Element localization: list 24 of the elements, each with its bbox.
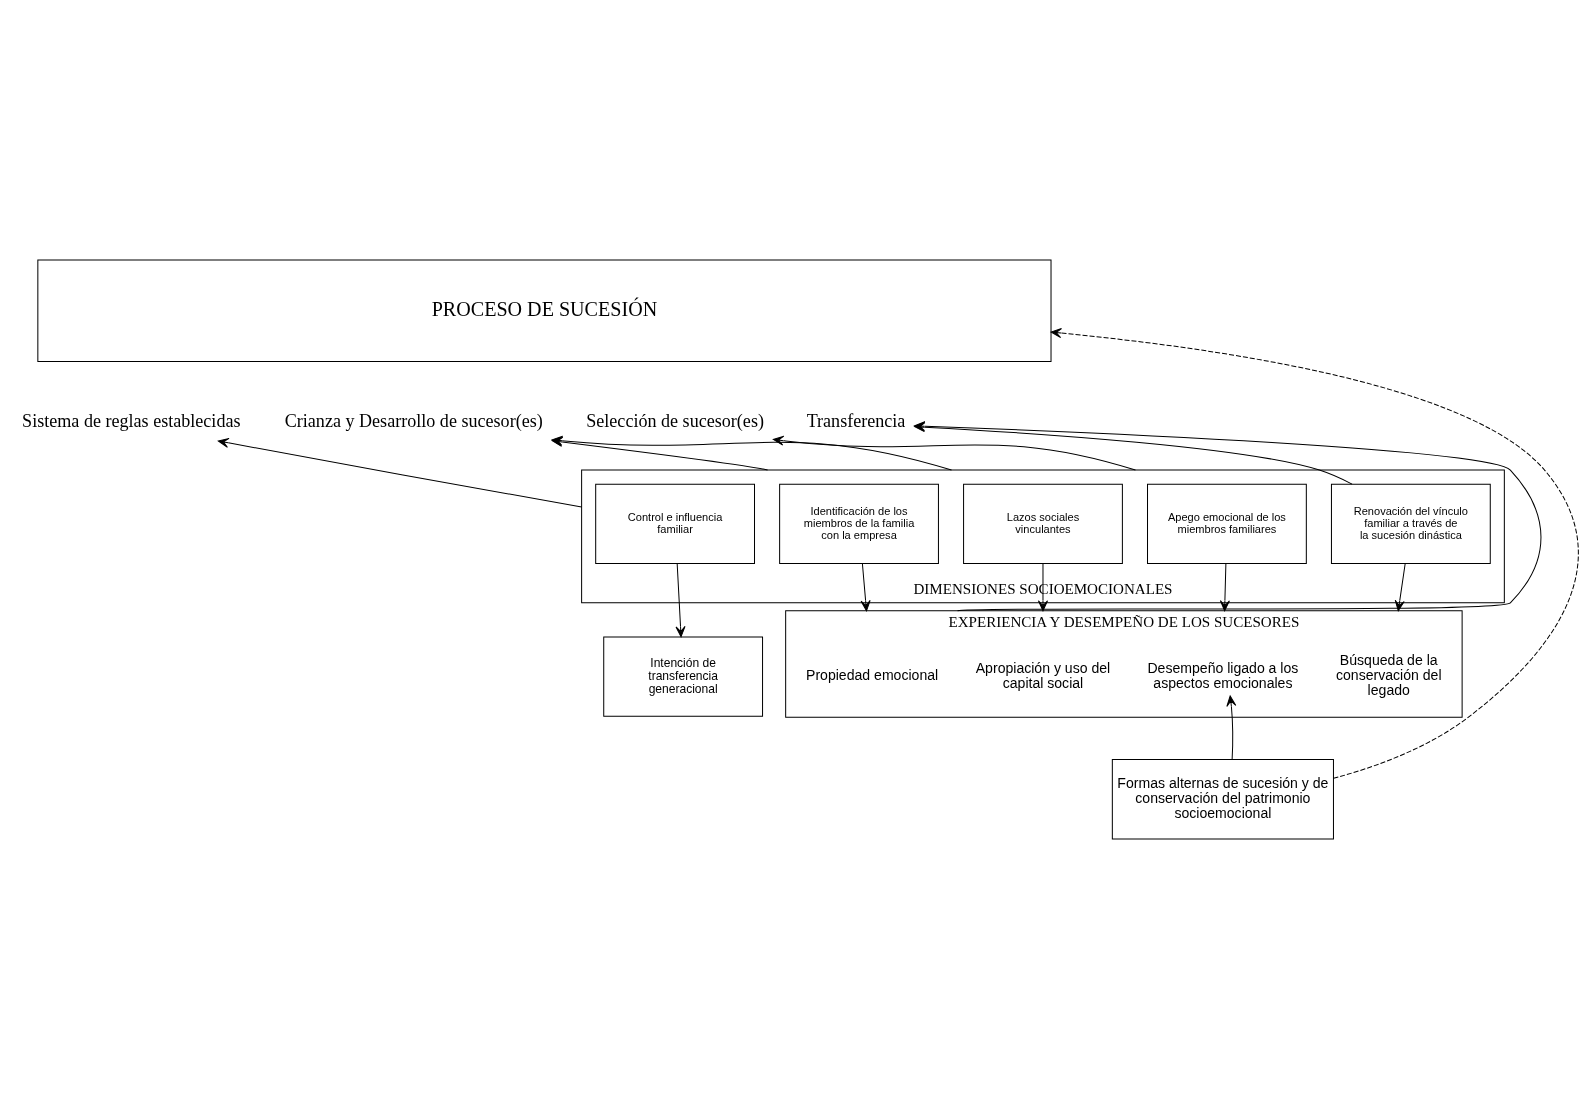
node-box: Intención de transferencia generacional bbox=[603, 636, 764, 717]
arrow bbox=[1226, 695, 1237, 761]
arrow bbox=[1219, 563, 1230, 612]
node-text: Selección de sucesor(es) bbox=[586, 411, 764, 432]
node-box: Renovación del vínculo familiar a través de la sucesión dinástica bbox=[1330, 483, 1491, 565]
node-text: Propiedad emocional bbox=[806, 667, 939, 684]
arrow bbox=[772, 435, 1136, 471]
arrow bbox=[675, 563, 686, 638]
node-text: Desempeño ligado a los aspectos emocionales bbox=[1147, 659, 1299, 691]
arrow bbox=[860, 563, 871, 612]
node-text: Búsqueda de la conservación del legado bbox=[1335, 652, 1442, 699]
arrow bbox=[1050, 328, 1579, 779]
node-box: Apego emocional de los miembros familiares bbox=[1147, 483, 1307, 565]
arrow bbox=[1037, 563, 1048, 612]
node-text: Sistema de reglas establecidas bbox=[22, 411, 241, 432]
node-box: Control e influencia familiar bbox=[595, 483, 755, 565]
node-box: Formas alternas de sucesión y de conservación del patrimonio socioemocional bbox=[1111, 759, 1334, 840]
node-text: Crianza y Desarrollo de sucesor(es) bbox=[284, 411, 543, 432]
node-text: Apropiación y uso del capital social bbox=[975, 659, 1111, 691]
node-box: PROCESO DE SUCESIÓN bbox=[37, 259, 1052, 363]
arrow bbox=[1394, 563, 1406, 612]
node-box: Identificación de los miembros de la familia con la empresa bbox=[779, 483, 939, 565]
node-box: Lazos sociales vinculantes bbox=[963, 483, 1123, 565]
node-text: Transferencia bbox=[806, 411, 906, 432]
